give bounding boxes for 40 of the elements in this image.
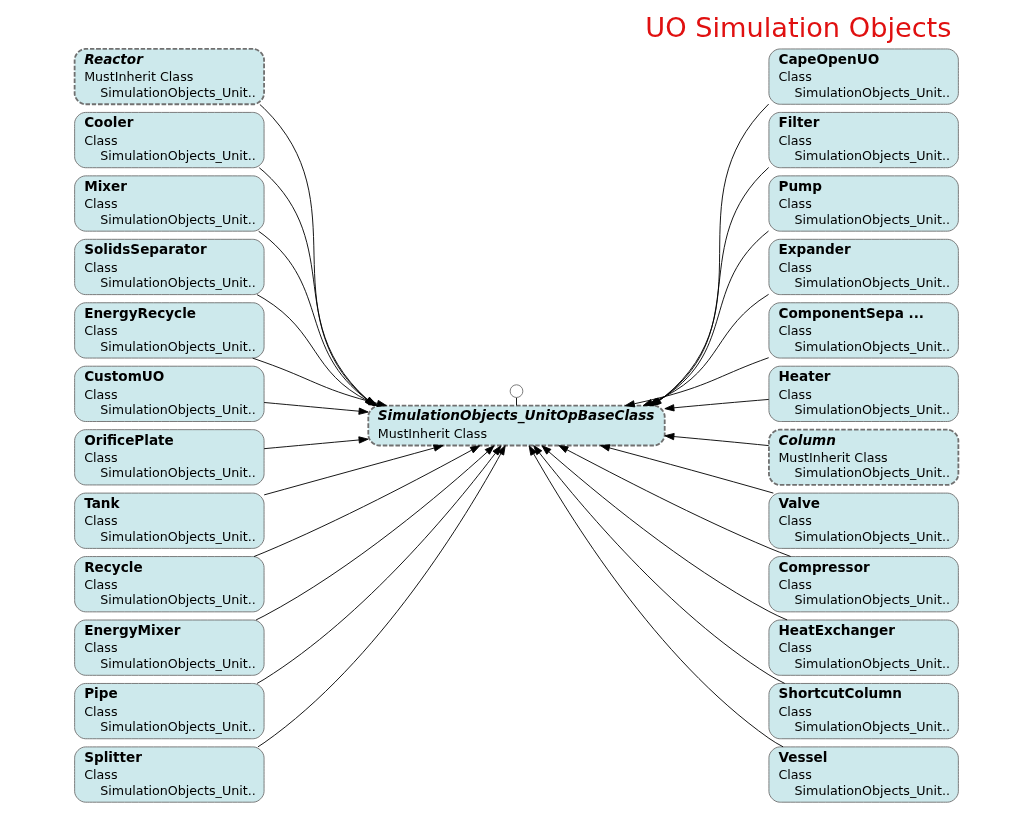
node-box: Expander Class SimulationObjects_Unit..	[767, 238, 959, 296]
node-box: EnergyRecycle Class SimulationObjects_Unit..	[73, 302, 265, 359]
node-box: CustomUO Class SimulationObjects_Unit..	[73, 365, 265, 422]
arrow	[256, 445, 501, 684]
node-box: SimulationObjects_UnitOpBaseClass MustInherit Class	[366, 404, 666, 447]
node-box: ShortcutColumn Class SimulationObjects_Unit..	[767, 683, 959, 740]
node-box: Vessel Class SimulationObjects_Unit..	[767, 746, 959, 803]
arrow	[528, 445, 784, 748]
node-box: OrificePlate Class SimulationObjects_Unit..	[73, 429, 265, 486]
node-box: Valve Class SimulationObjects_Unit..	[767, 492, 959, 549]
node-box: Pump Class SimulationObjects_Unit..	[767, 175, 959, 232]
node-box: Reactor MustInherit Class SimulationObjects_Unit..	[73, 48, 265, 106]
arrow	[599, 444, 774, 494]
node-box: Pipe Class SimulationObjects_Unit..	[73, 683, 265, 740]
node-box: Splitter Class SimulationObjects_Unit..	[73, 746, 265, 803]
node-box: Mixer Class SimulationObjects_Unit..	[73, 175, 265, 232]
arrow	[257, 445, 506, 748]
arrow	[253, 445, 480, 557]
node-box: Column MustInherit Class SimulationObjects_Unit..	[767, 428, 959, 486]
node-circle	[509, 384, 523, 398]
node-box: SolidsSeparator Class SimulationObjects_Unit..	[73, 238, 265, 296]
node-box: CapeOpenUO Class SimulationObjects_Unit..	[767, 48, 959, 105]
node-box: Compressor Class SimulationObjects_Unit..	[767, 556, 959, 613]
node-box: Cooler Class SimulationObjects_Unit..	[73, 111, 265, 169]
arrow	[255, 445, 494, 621]
arrow	[263, 436, 369, 450]
node-box: Recycle Class SimulationObjects_Unit..	[73, 556, 265, 613]
node-box: EnergyMixer Class SimulationObjects_Unit..	[73, 619, 265, 676]
node-box: HeatExchanger Class SimulationObjects_Unit..	[767, 619, 959, 676]
arrow	[663, 398, 769, 412]
arrow	[263, 444, 443, 496]
connector	[515, 397, 517, 406]
arrow	[663, 432, 769, 447]
node-box: ComponentSepa ... Class SimulationObjects_Unit..	[767, 302, 959, 359]
diagram-title: UO Simulation Objects	[644, 12, 951, 44]
arrow	[263, 402, 369, 415]
node-box: Heater Class SimulationObjects_Unit..	[767, 365, 959, 422]
node-box: Filter Class SimulationObjects_Unit..	[767, 111, 959, 169]
arrow	[532, 445, 785, 684]
node-box: Tank Class SimulationObjects_Unit..	[73, 492, 265, 549]
